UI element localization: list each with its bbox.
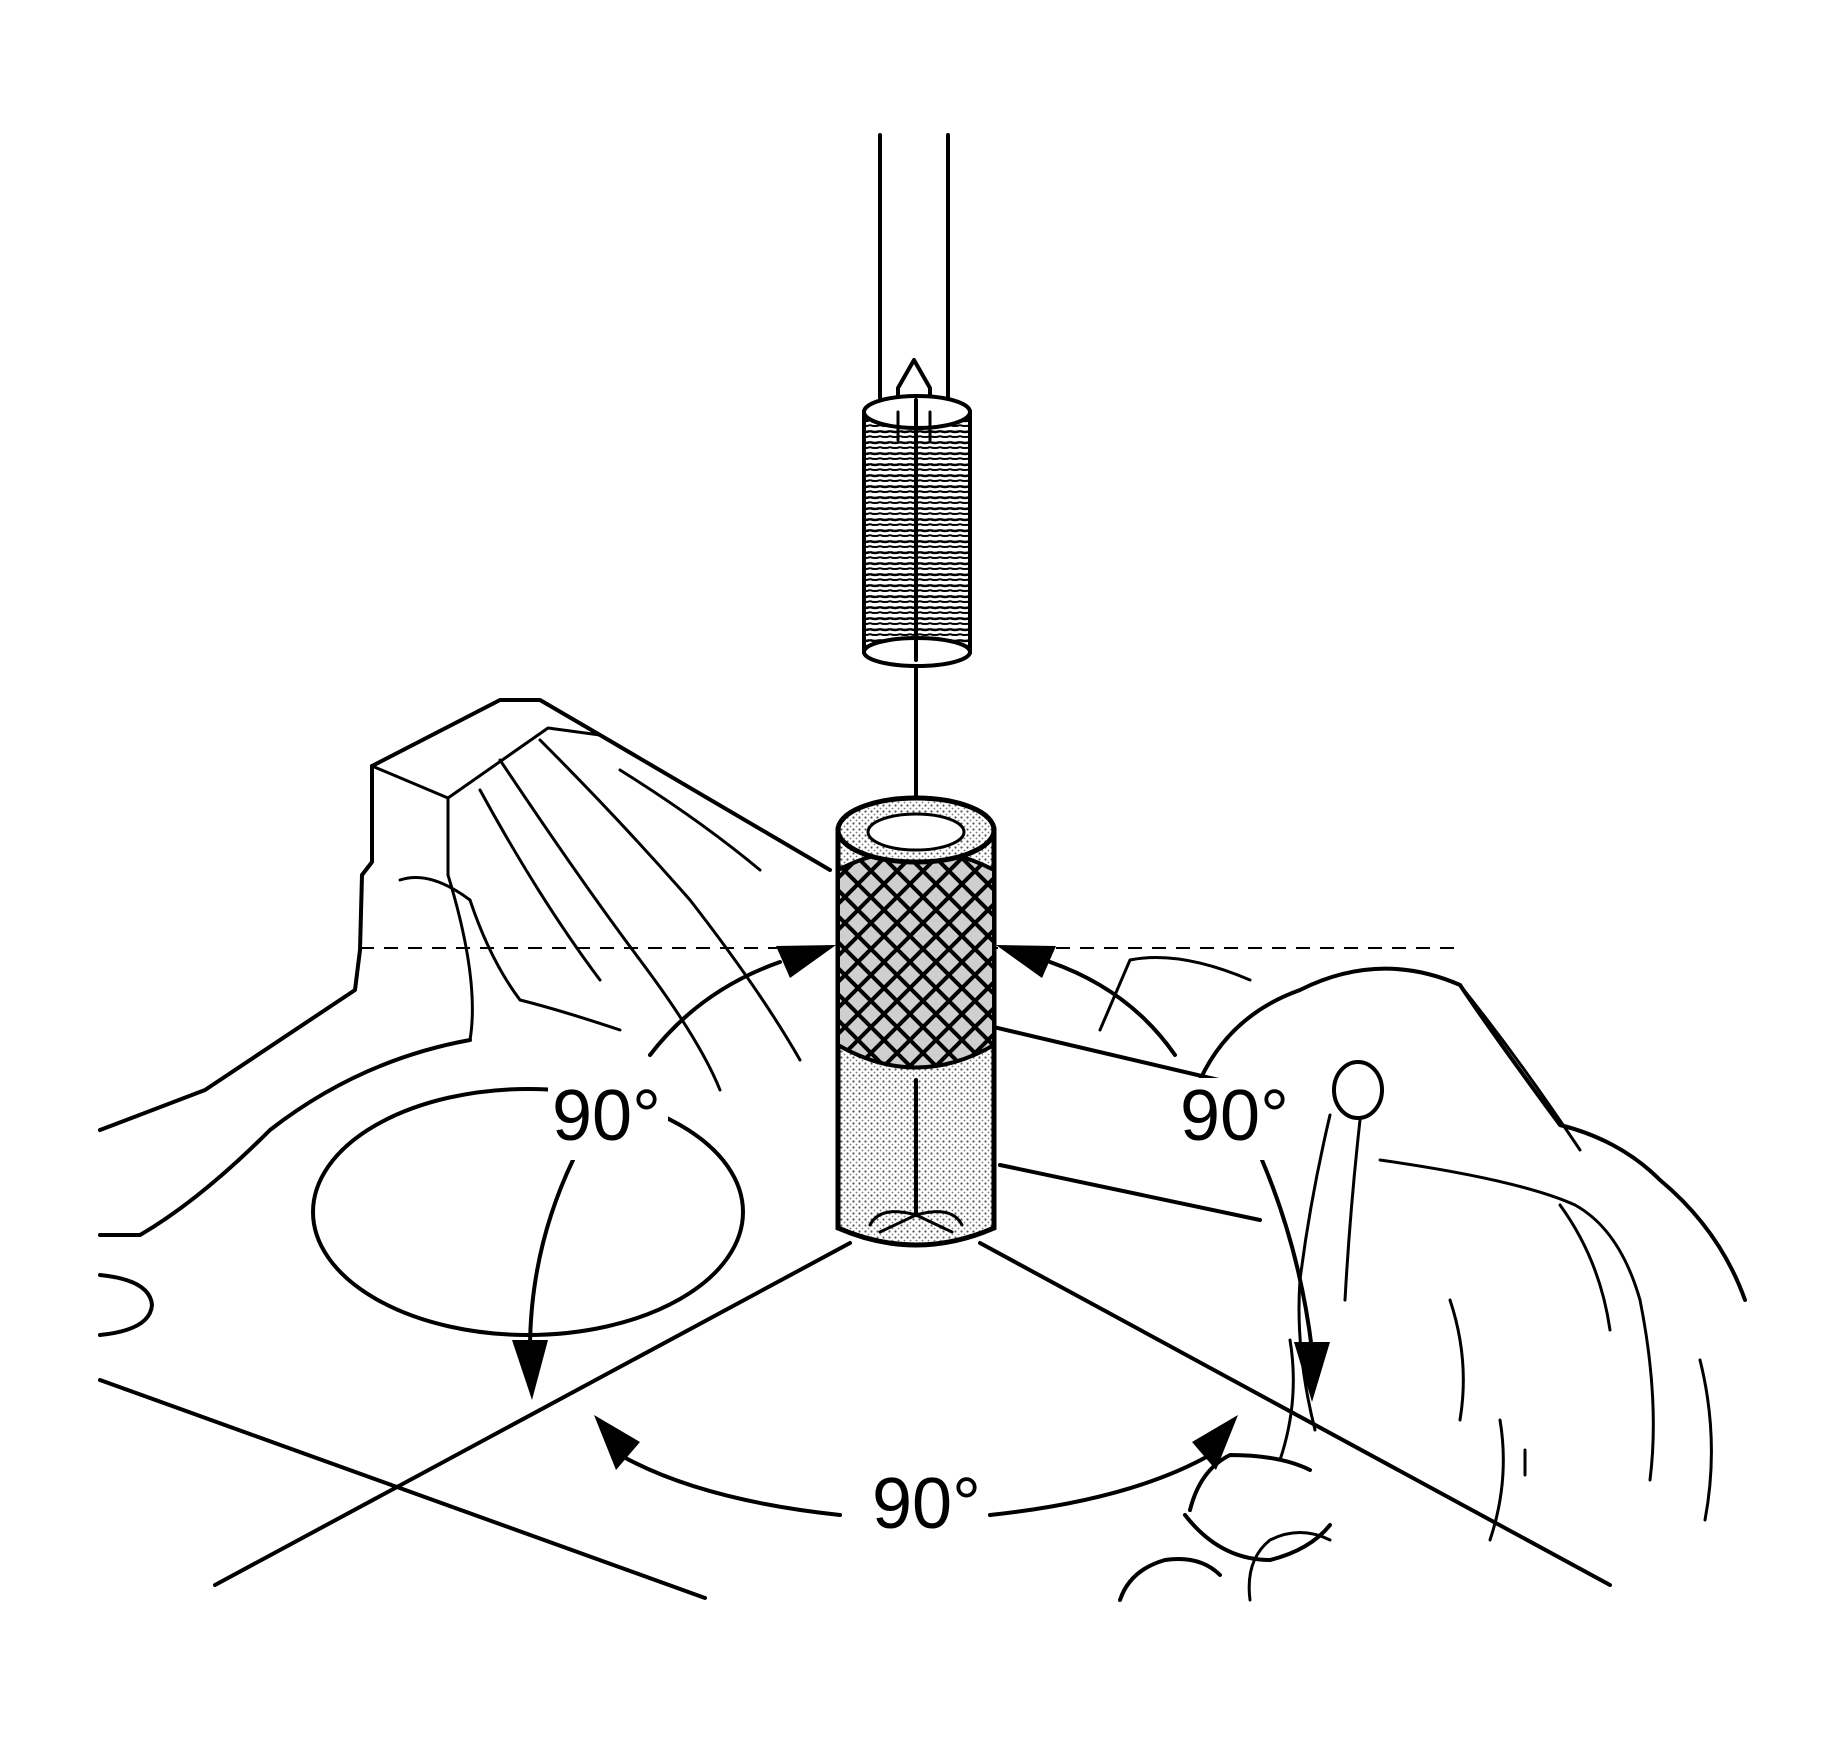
knurled-sleeve-icon: [835, 795, 997, 1248]
block-casting-right: [1198, 966, 1747, 1302]
lower-right-pocket: [1118, 1557, 1222, 1602]
angle-arc-left: [512, 945, 836, 1400]
angle-arc-right: [996, 945, 1330, 1402]
thread-insert-icon: [862, 394, 972, 668]
cylinder-bore: [311, 1087, 745, 1337]
block-boss-top: [370, 698, 832, 872]
bolt-hole-right: [1332, 1060, 1384, 1120]
block-deck-line-right: [998, 1163, 1262, 1222]
block-deck-line-mid: [983, 1023, 1242, 1087]
angle-label-bottom: 90°: [872, 1464, 981, 1544]
axis-line-right: [978, 1241, 1612, 1587]
block-edge-left: [98, 1038, 472, 1237]
axis-line-left: [213, 1241, 852, 1587]
angle-label-left: 90°: [552, 1076, 661, 1156]
block-boss-left: [98, 764, 374, 1132]
block-deck-line-left: [98, 1378, 707, 1600]
engine-block: [98, 698, 1747, 1602]
angle-label-right: 90°: [1180, 1076, 1289, 1156]
angle-arc-bottom: [594, 1415, 1238, 1517]
bolt-hole-left: [98, 1273, 154, 1337]
